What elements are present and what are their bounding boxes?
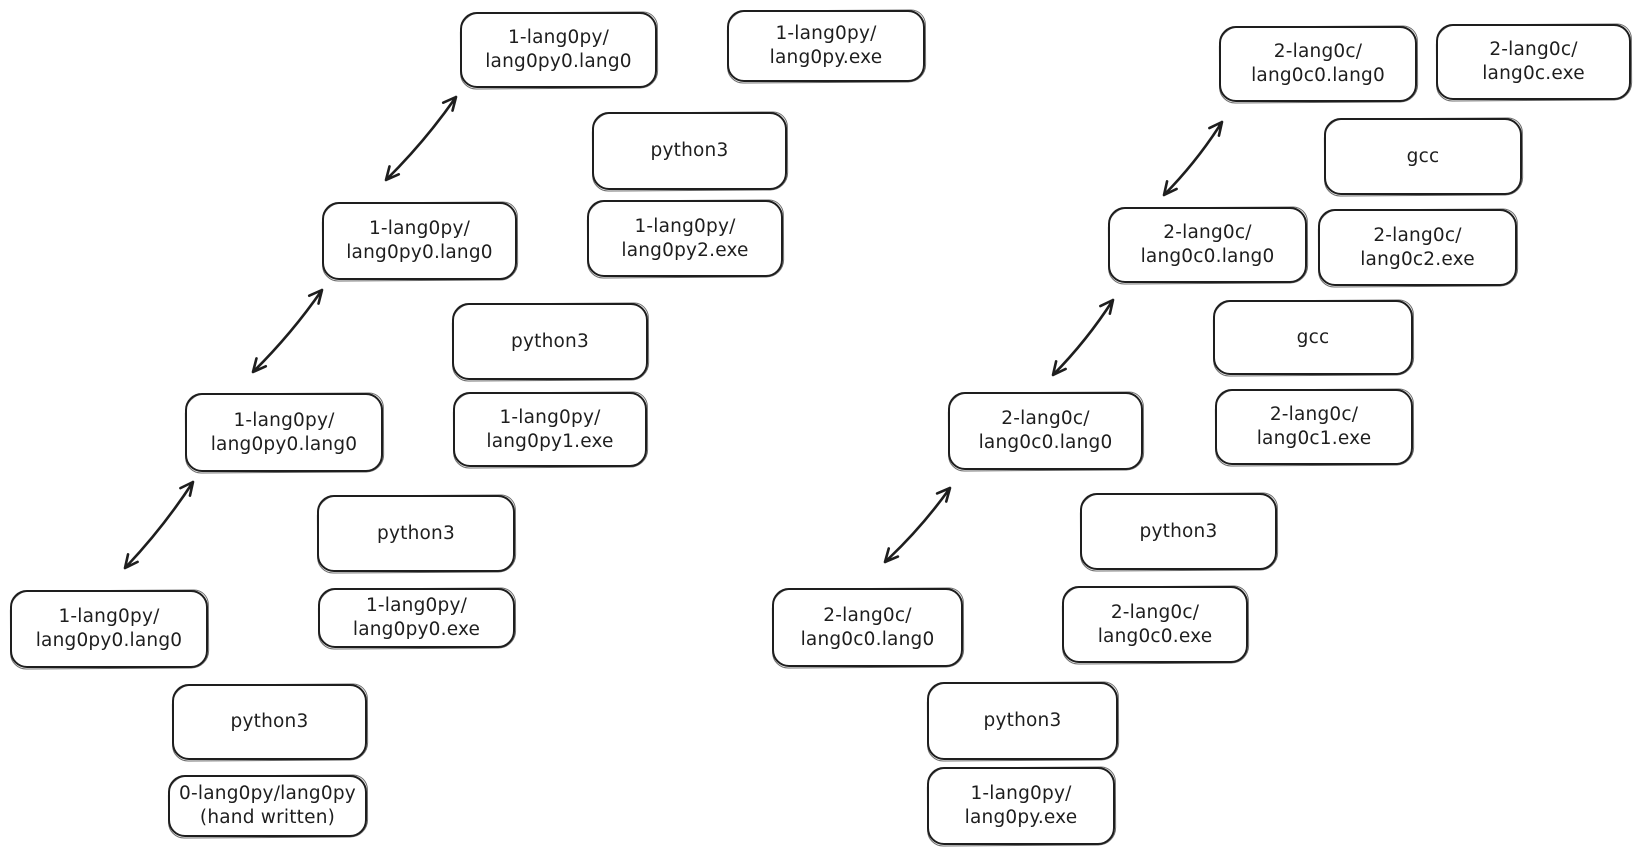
node-right-step3-source: 2-lang0c/ lang0c0.lang0 (1108, 207, 1307, 283)
node-left-step2-source: 1-lang0py/ lang0py0.lang0 (185, 393, 383, 472)
node-left-step2-exe: 1-lang0py/ lang0py1.exe (453, 392, 647, 467)
node-left-step2-tool: python3 (317, 495, 515, 572)
node-right-step3-exe: 2-lang0c/ lang0c2.exe (1318, 209, 1517, 286)
arrow-left-step2-step3 (251, 288, 324, 374)
node-left-step4-source: 1-lang0py/ lang0py0.lang0 (460, 12, 657, 88)
node-left-step4-exe: 1-lang0py/ lang0py.exe (727, 10, 925, 82)
node-left-step3-exe: 1-lang0py/ lang0py2.exe (587, 200, 783, 277)
node-left-step4-tool: python3 (592, 112, 787, 190)
arrow-right-step3-step4 (1162, 120, 1224, 197)
node-right-step0-input: 1-lang0py/ lang0py.exe (927, 767, 1115, 845)
node-right-step2-tool: python3 (1080, 493, 1277, 570)
node-left-step1-tool: python3 (172, 684, 367, 760)
arrow-right-step1-step2 (883, 486, 952, 564)
node-right-step1-exe: 2-lang0c/ lang0c0.exe (1062, 586, 1248, 663)
node-left-step1-source: 1-lang0py/ lang0py0.lang0 (10, 590, 208, 668)
node-left-step3-source: 1-lang0py/ lang0py0.lang0 (322, 202, 517, 280)
arrow-left-step3-step4 (384, 95, 458, 182)
node-left-step3-tool: python3 (452, 303, 648, 380)
node-left-step1-exe: 1-lang0py/ lang0py0.exe (318, 588, 515, 648)
arrow-right-step2-step3 (1051, 298, 1115, 377)
node-right-step3-tool: gcc (1213, 300, 1413, 375)
node-right-step4-exe: 2-lang0c/ lang0c.exe (1436, 24, 1631, 100)
node-right-step1-tool: python3 (927, 682, 1118, 760)
node-right-step4-tool: gcc (1324, 118, 1522, 195)
node-right-step4-source: 2-lang0c/ lang0c0.lang0 (1219, 26, 1417, 102)
node-right-step2-source: 2-lang0c/ lang0c0.lang0 (948, 392, 1143, 470)
node-right-step1-source: 2-lang0c/ lang0c0.lang0 (772, 588, 963, 667)
arrow-left-step1-step2 (123, 480, 195, 570)
node-left-step0-input: 0-lang0py/lang0py (hand written) (168, 775, 367, 837)
node-right-step2-exe: 2-lang0c/ lang0c1.exe (1215, 389, 1413, 465)
